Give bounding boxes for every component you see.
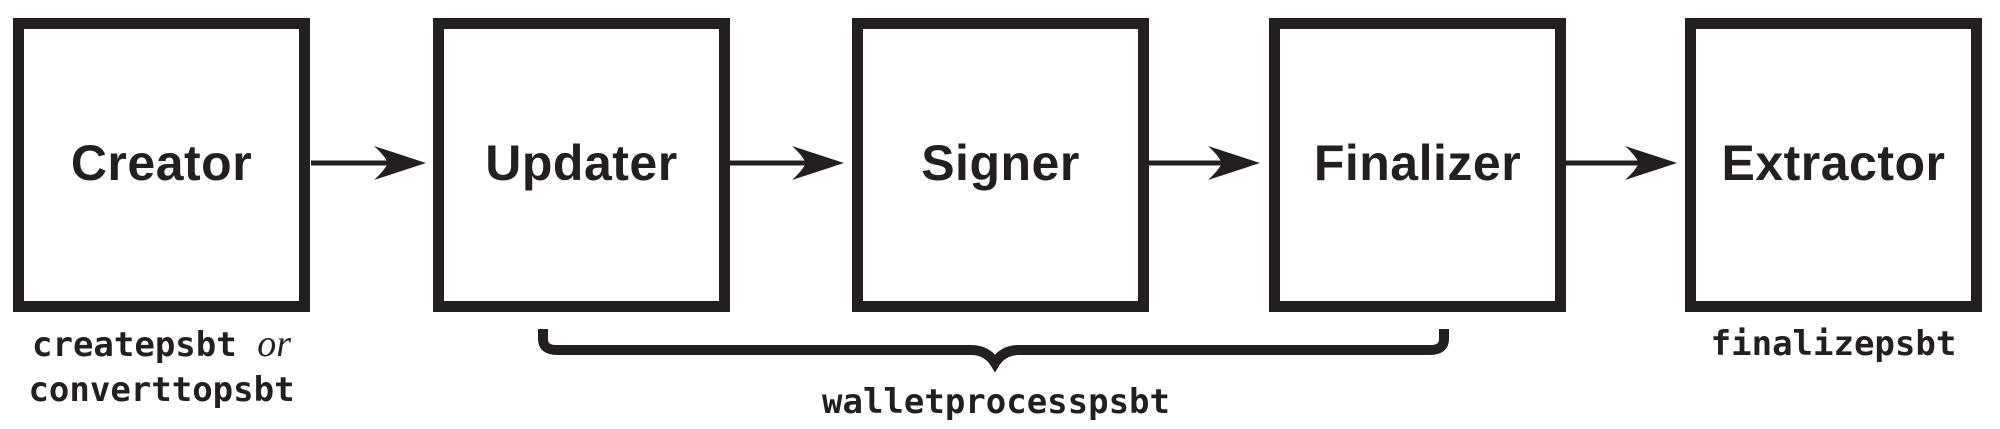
- box-updater: Updater: [433, 18, 730, 312]
- box-updater-label: Updater: [485, 135, 678, 191]
- or-conjunction: or: [257, 323, 291, 365]
- creator-rpc-caption-line1: createpsbt or: [13, 322, 310, 368]
- converttopsbt-command: converttopsbt: [28, 370, 295, 410]
- box-creator: Creator: [13, 18, 310, 312]
- brace-icon: [538, 329, 1449, 373]
- box-finalizer: Finalizer: [1269, 18, 1566, 312]
- walletprocesspsbt-caption: walletprocesspsbt: [696, 380, 1296, 425]
- creator-rpc-caption: createpsbt or converttopsbt: [13, 322, 310, 413]
- walletprocesspsbt-command: walletprocesspsbt: [822, 382, 1170, 422]
- box-finalizer-label: Finalizer: [1313, 135, 1522, 191]
- finalizepsbt-command: finalizepsbt: [1710, 324, 1957, 364]
- box-creator-label: Creator: [70, 135, 253, 191]
- extractor-rpc-caption: finalizepsbt: [1685, 322, 1982, 367]
- box-extractor: Extractor: [1685, 18, 1982, 312]
- creator-rpc-caption-line2: converttopsbt: [13, 368, 310, 413]
- box-signer-label: Signer: [921, 135, 1080, 191]
- box-extractor-label: Extractor: [1721, 135, 1946, 191]
- box-signer: Signer: [852, 18, 1149, 312]
- createpsbt-command: createpsbt: [32, 325, 237, 365]
